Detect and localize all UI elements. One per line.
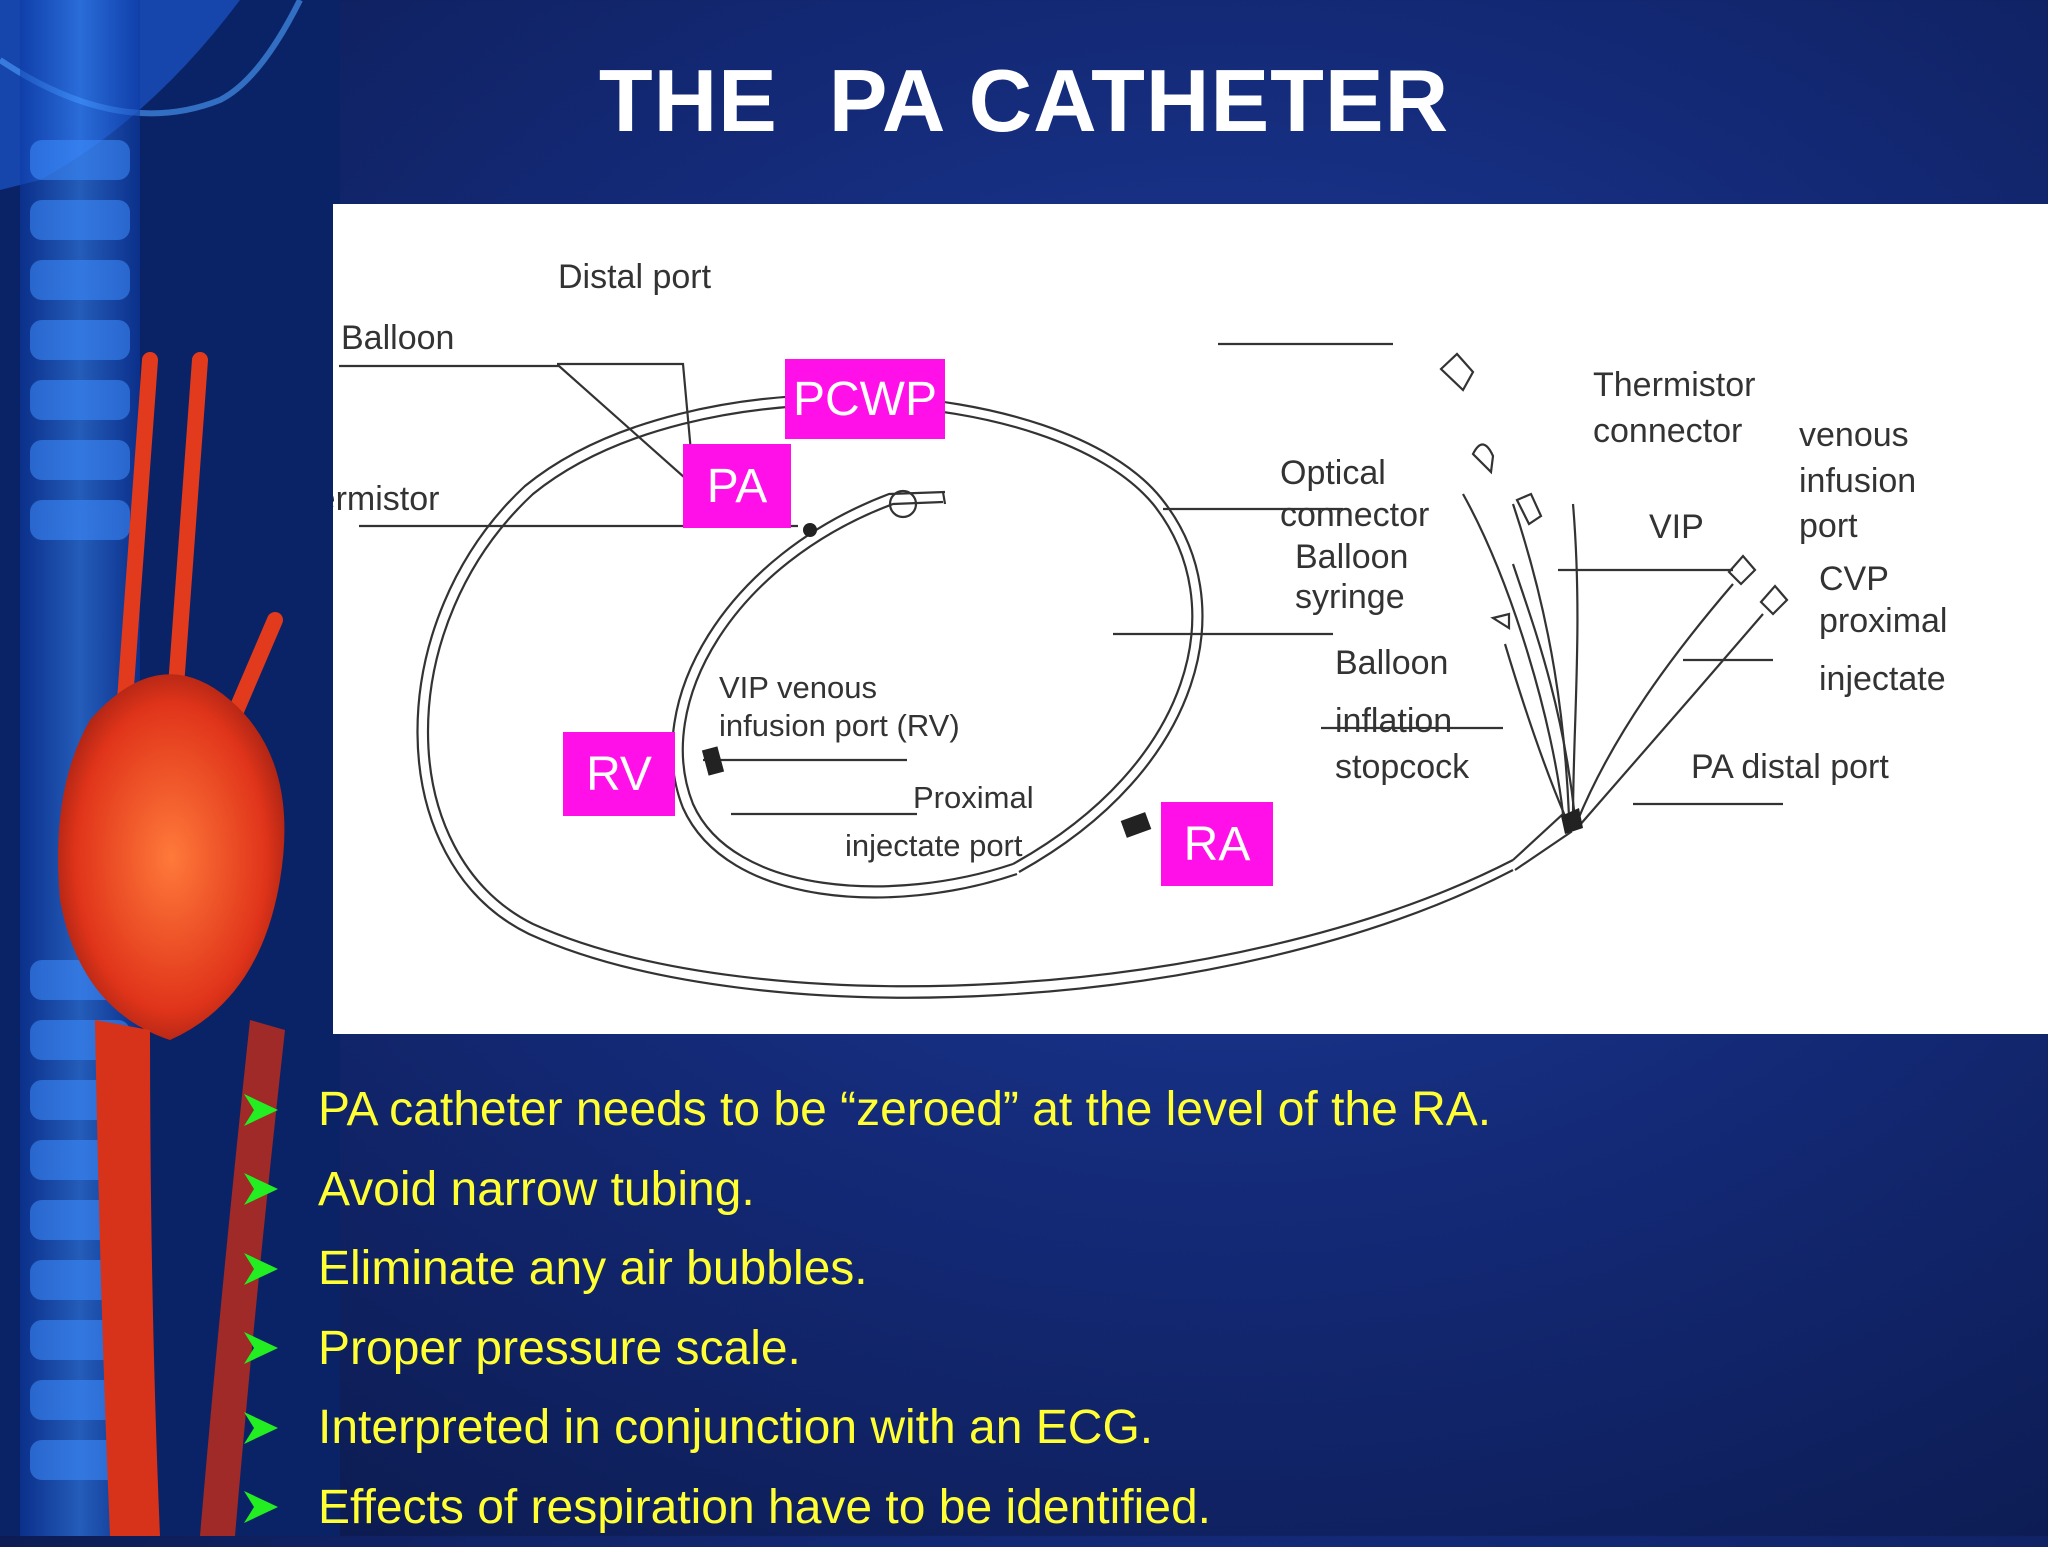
arrow-bullet-icon [240, 1408, 282, 1448]
label-optical-2: connector [1280, 496, 1429, 534]
bullet-text: PA catheter needs to be “zeroed” at the … [318, 1082, 1491, 1137]
label-thermistor-connector-1: Thermistor [1593, 366, 1755, 404]
label-vip-line2: infusion port (RV) [719, 708, 960, 743]
list-item: Effects of respiration have to be identi… [240, 1468, 1491, 1547]
label-proximal-line2: injectate port [845, 828, 1023, 863]
label-pa-distal-port: PA distal port [1691, 748, 1889, 786]
label-injectate: injectate [1819, 660, 1946, 698]
label-proximal-line1: Proximal [913, 780, 1034, 815]
label-balloon: Balloon [341, 319, 454, 357]
label-vip: VIP [1649, 508, 1704, 546]
label-cvp: CVP [1819, 560, 1889, 598]
label-venous: venous [1799, 416, 1909, 454]
bullet-text: Interpreted in conjunction with an ECG. [318, 1400, 1153, 1455]
label-balloon-syringe-2: syringe [1295, 578, 1405, 616]
label-vip-line1: VIP venous [719, 670, 877, 705]
arrow-bullet-icon [240, 1090, 282, 1130]
label-balloon-syringe-1: Balloon [1295, 538, 1408, 576]
bullet-text: Eliminate any air bubbles. [318, 1241, 868, 1296]
catheter-drawing: Distal port Balloon Thermistor VIP venou… [333, 204, 2048, 1034]
slide-title: THE PA CATHETER [0, 50, 2048, 152]
label-balloon-stopcock-2: inflation [1335, 702, 1452, 740]
label-infusion: infusion [1799, 462, 1916, 500]
tag-pa: PA [683, 444, 791, 528]
arrow-bullet-icon [240, 1169, 282, 1209]
tag-rv: RV [563, 732, 675, 816]
label-optical-1: Optical [1280, 454, 1386, 492]
list-item: Avoid narrow tubing. [240, 1150, 1491, 1230]
tag-pcwp: PCWP [785, 359, 945, 439]
label-balloon-stopcock-1: Balloon [1335, 644, 1448, 682]
catheter-outer-loop [428, 405, 1513, 986]
list-item: Eliminate any air bubbles. [240, 1229, 1491, 1309]
list-item: PA catheter needs to be “zeroed” at the … [240, 1070, 1491, 1150]
label-port: port [1799, 507, 1858, 545]
tag-ra: RA [1161, 802, 1273, 886]
list-item: Proper pressure scale. [240, 1309, 1491, 1389]
arrow-bullet-icon [240, 1487, 282, 1527]
label-thermistor: Thermistor [333, 480, 439, 518]
arrow-bullet-icon [240, 1328, 282, 1368]
bullet-text: Proper pressure scale. [318, 1321, 801, 1376]
bullet-list: PA catheter needs to be “zeroed” at the … [240, 1070, 1491, 1547]
list-item: Interpreted in conjunction with an ECG. [240, 1388, 1491, 1468]
label-distal-port: Distal port [558, 258, 712, 296]
bullet-text: Avoid narrow tubing. [318, 1162, 755, 1217]
label-proximal: proximal [1819, 602, 1947, 640]
arrow-bullet-icon [240, 1249, 282, 1289]
label-balloon-stopcock-3: stopcock [1335, 748, 1470, 786]
bullet-text: Effects of respiration have to be identi… [318, 1480, 1211, 1535]
catheter-diagram: Distal port Balloon Thermistor VIP venou… [333, 204, 2048, 1034]
label-thermistor-connector-2: connector [1593, 412, 1742, 450]
